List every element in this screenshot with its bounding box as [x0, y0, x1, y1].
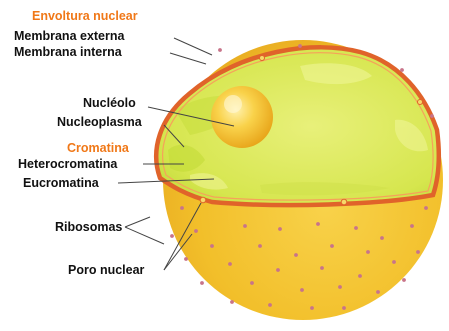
- ribosome-dot: [316, 222, 320, 226]
- ribosome-dot: [243, 224, 247, 228]
- label-envoltura-nuclear: Envoltura nuclear: [32, 9, 138, 23]
- ribosome-dot: [268, 303, 272, 307]
- label-membrana-interna: Membrana interna: [14, 45, 123, 59]
- leader-membrana-externa: [174, 38, 212, 55]
- ribosome-dot: [170, 234, 174, 238]
- ribosome-dot: [424, 206, 428, 210]
- nuclear-pore: [341, 199, 347, 205]
- ribosome-dot: [300, 288, 304, 292]
- nucleolus: [211, 86, 273, 148]
- ribosome-dot: [294, 253, 298, 257]
- label-membrana-externa: Membrana externa: [14, 29, 126, 43]
- nuclear-pore: [260, 56, 265, 61]
- ribosome-dot: [416, 250, 420, 254]
- ribosome-dot: [298, 44, 302, 48]
- leader-membrana-interna: [170, 53, 206, 64]
- ribosome-dot: [342, 306, 346, 310]
- nuclear-pore: [418, 100, 423, 105]
- ribosome-dot: [184, 257, 188, 261]
- ribosome-dot: [320, 266, 324, 270]
- ribosome-dot: [354, 226, 358, 230]
- ribosome-dot: [278, 227, 282, 231]
- ribosome-dot: [376, 290, 380, 294]
- ribosome-dot: [330, 244, 334, 248]
- ribosome-dot: [218, 48, 222, 52]
- label-cromatina: Cromatina: [67, 141, 130, 155]
- ribosome-dot: [228, 262, 232, 266]
- ribosome-dot: [366, 250, 370, 254]
- ribosome-dot: [400, 68, 404, 72]
- ribosome-dot: [230, 300, 234, 304]
- ribosome-dot: [194, 229, 198, 233]
- label-heterocromatina: Heterocromatina: [18, 157, 118, 171]
- ribosome-dot: [180, 206, 184, 210]
- ribosome-dot: [380, 236, 384, 240]
- ribosome-dot: [358, 274, 362, 278]
- ribosome-dot: [258, 244, 262, 248]
- ribosome-dot: [250, 281, 254, 285]
- nuclear-pore: [200, 197, 206, 203]
- label-nucleoplasma: Nucleoplasma: [57, 115, 143, 129]
- label-poro-nuclear: Poro nuclear: [68, 263, 145, 277]
- ribosome-dot: [410, 224, 414, 228]
- ribosome-dot: [310, 306, 314, 310]
- ribosome-dot: [276, 268, 280, 272]
- ribosome-dot: [402, 278, 406, 282]
- leader-ribosomas-2: [125, 227, 164, 244]
- leader-ribosomas-1: [125, 217, 150, 227]
- ribosome-dot: [200, 281, 204, 285]
- label-eucromatina: Eucromatina: [23, 176, 100, 190]
- ribosome-dot: [210, 244, 214, 248]
- label-nucleolo: Nucléolo: [83, 96, 136, 110]
- nucleolus-highlight: [224, 95, 242, 113]
- ribosome-dot: [430, 114, 434, 118]
- ribosome-dot: [392, 260, 396, 264]
- label-ribosomas: Ribosomas: [55, 220, 122, 234]
- ribosome-dot: [338, 285, 342, 289]
